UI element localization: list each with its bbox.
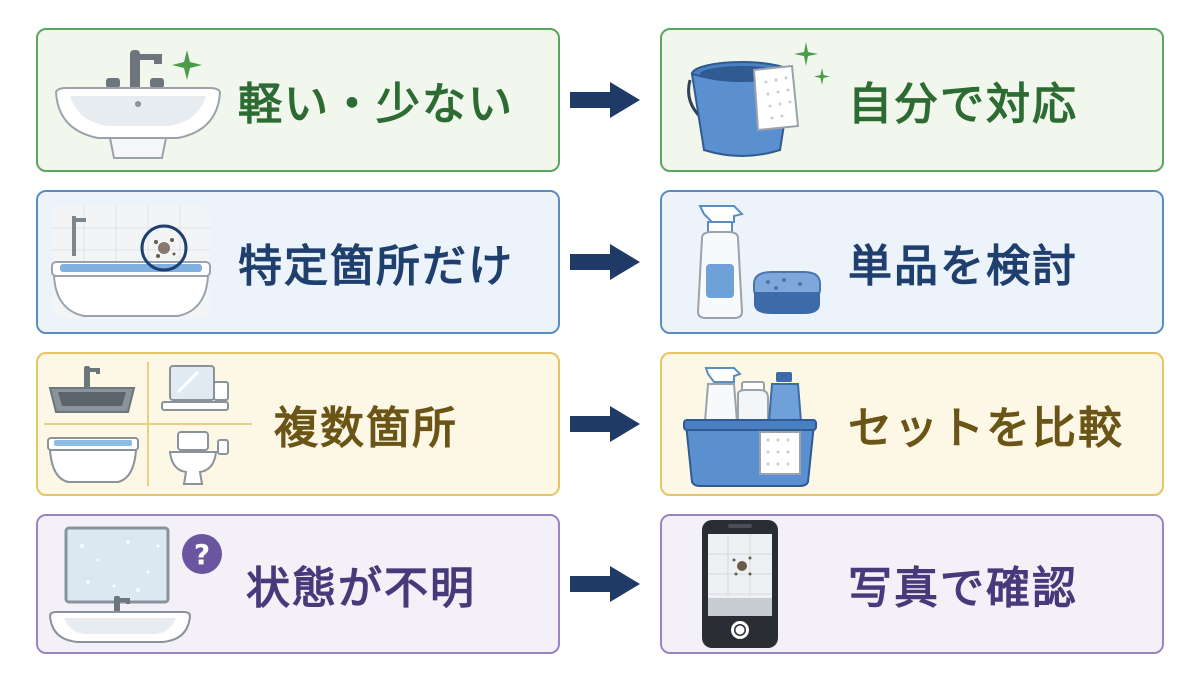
mirror-sink-icon [48,526,192,643]
action-label: 自分で対応 [848,79,1078,130]
sparkle-icon [172,50,202,80]
arrow-right-icon [570,566,640,602]
question-badge-icon: ? [182,534,222,574]
condition-label: 状態が不明 [246,563,476,614]
action-label: セットを比較 [848,403,1124,454]
condition-label: 軽い・少ない [238,79,514,130]
smartphone-icon [702,520,778,648]
cleaning-kit-icon [683,367,817,487]
condition-label: 特定箇所だけ [238,241,514,292]
condition-label: 複数箇所 [274,403,458,454]
multiple-fixtures-icon [44,362,252,486]
spray-sponge-icon [696,205,821,319]
condition-card-specific: 特定箇所だけ [36,190,560,334]
action-card-photo: 写真で確認 [660,514,1164,654]
condition-card-multiple: 複数箇所 [36,352,560,496]
arrow-right-icon [570,244,640,280]
bathtub-icon [47,437,139,483]
action-card-single: 単品を検討 [660,190,1164,334]
bucket-icon [687,61,800,157]
sparkle-icon [794,42,830,85]
action-card-set: セットを比較 [660,352,1164,496]
action-label: 写真で確認 [848,563,1078,614]
sink-icon [48,366,136,413]
action-label: 単品を検討 [848,241,1078,292]
bathtub-icon [51,206,211,318]
toilet-icon [168,431,229,485]
action-card-self: 自分で対応 [660,28,1164,172]
arrow-right-icon [570,82,640,118]
arrow-right-icon [570,406,640,442]
washbasin-icon [54,50,222,159]
condition-card-unknown: ? 状態が不明 [36,514,560,654]
mirror-icon [161,365,229,411]
condition-card-light: 軽い・少ない [36,28,560,172]
